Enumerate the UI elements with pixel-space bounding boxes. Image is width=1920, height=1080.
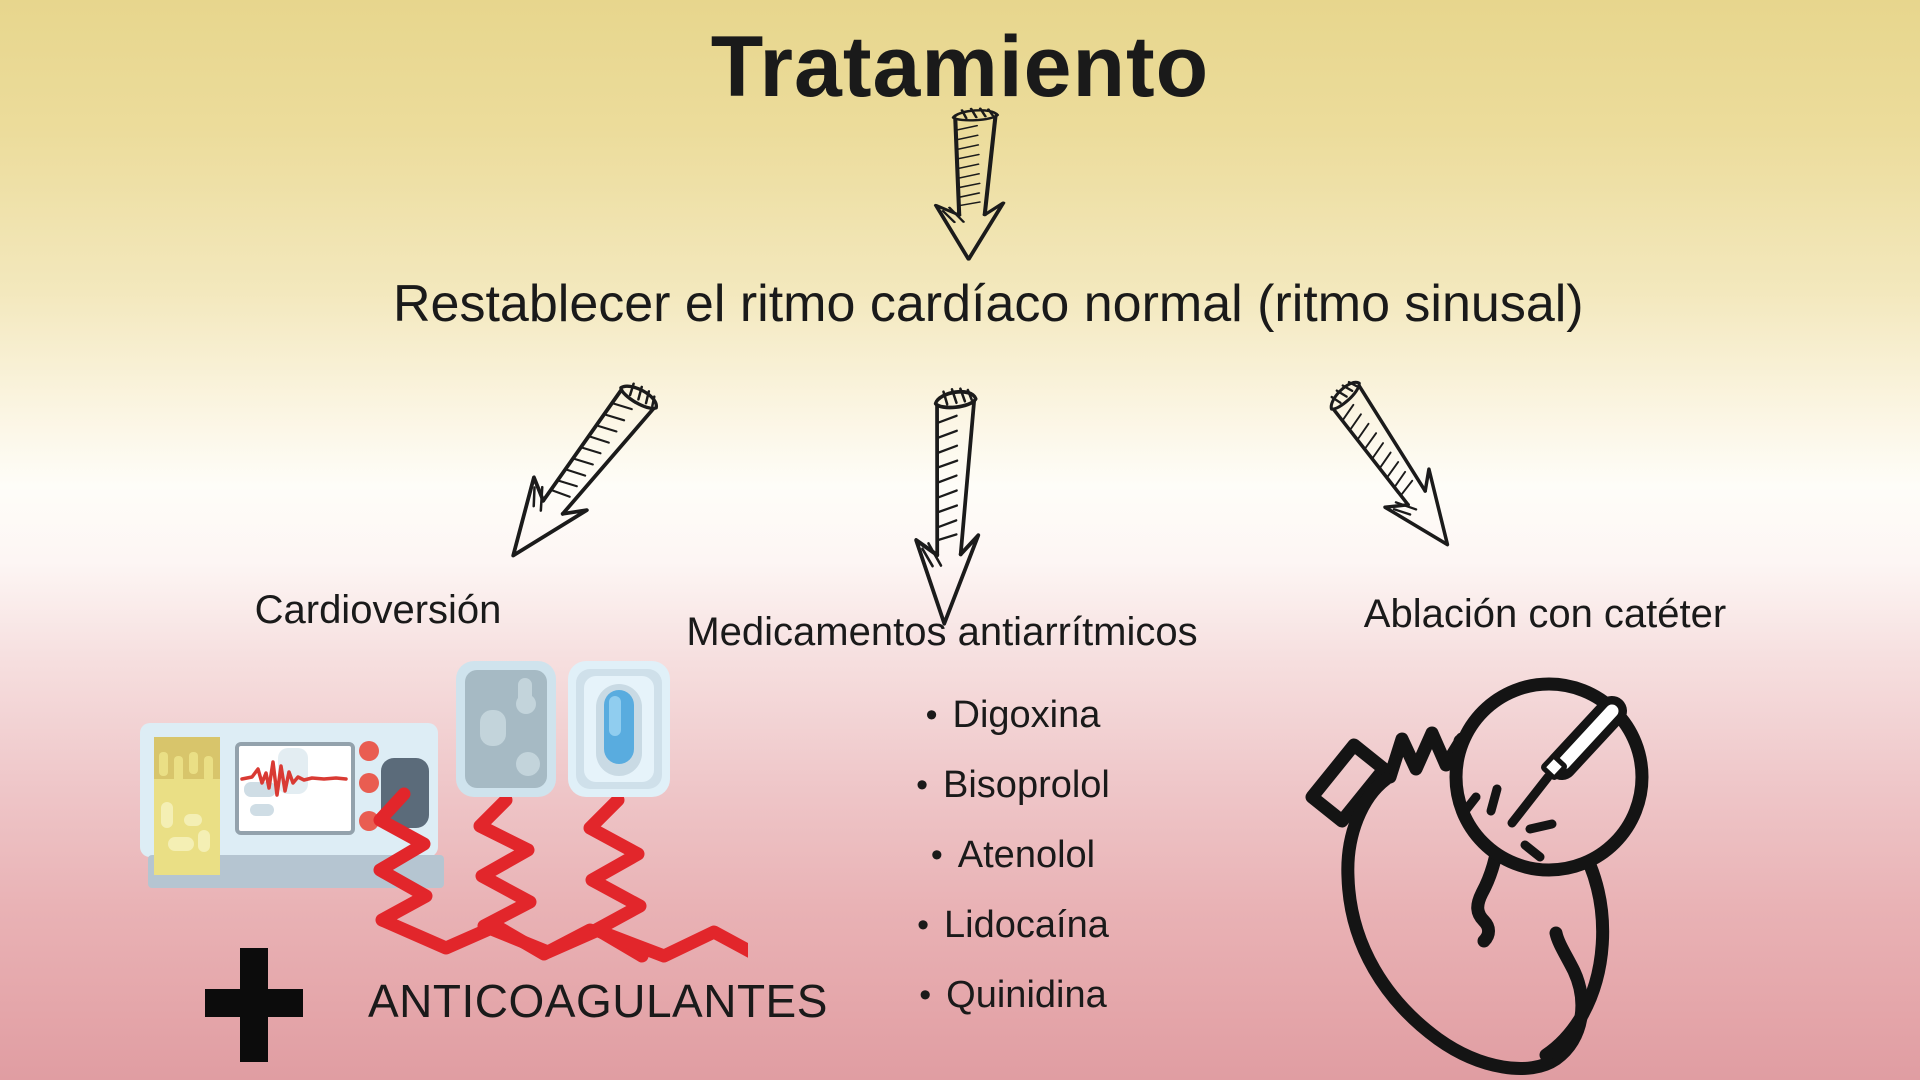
medications-heading: Medicamentos antiarrítmicos bbox=[686, 610, 1198, 654]
medications-list: • Digoxina • Bisoprolol • Atenolol • Lid… bbox=[813, 680, 1213, 1030]
medication-name: Bisoprolol bbox=[943, 763, 1110, 806]
bullet-icon: • bbox=[919, 976, 932, 1014]
ecg-trace bbox=[240, 760, 348, 797]
list-item: • Atenolol bbox=[813, 820, 1213, 890]
bullet-icon: • bbox=[916, 766, 929, 804]
bullet-icon: • bbox=[925, 696, 938, 734]
list-item: • Lidocaína bbox=[813, 890, 1213, 960]
list-item: • Digoxina bbox=[813, 680, 1213, 750]
paddle-back bbox=[456, 661, 556, 797]
ablation-sparks bbox=[1457, 784, 1557, 862]
sketch-arrow-down-left-icon bbox=[473, 356, 686, 592]
heart-outline bbox=[1305, 723, 1610, 1075]
heart-catheter-icon bbox=[1305, 677, 1649, 1075]
bullet-icon: • bbox=[930, 836, 943, 874]
ecg-paper bbox=[154, 737, 220, 875]
goal-text: Restablecer el ritmo cardíaco normal (ri… bbox=[393, 275, 1584, 333]
medication-name: Lidocaína bbox=[944, 903, 1109, 946]
sketch-arrow-down-right-icon bbox=[1301, 359, 1488, 575]
cardioversion-label: Cardioversión bbox=[254, 588, 502, 632]
ablation-label: Ablación con catéter bbox=[1363, 592, 1727, 636]
medication-name: Digoxina bbox=[952, 693, 1101, 736]
list-item: • Quinidina bbox=[813, 960, 1213, 1030]
plus-icon bbox=[205, 948, 303, 1062]
defibrillator-illustration bbox=[140, 661, 748, 963]
list-item: • Bisoprolol bbox=[813, 750, 1213, 820]
monitor-screen bbox=[235, 742, 355, 835]
magnifier-circle bbox=[1449, 677, 1649, 877]
sketch-arrow-down-middle-icon bbox=[900, 380, 1003, 636]
medication-name: Quinidina bbox=[946, 973, 1107, 1016]
paddle-cables bbox=[373, 787, 748, 963]
catheter bbox=[1507, 696, 1627, 828]
medication-name: Atenolol bbox=[957, 833, 1096, 876]
bullet-icon: • bbox=[917, 906, 930, 944]
anticoagulants-label: ANTICOAGULANTES bbox=[368, 975, 828, 1027]
sketch-arrow-down-icon bbox=[920, 102, 1026, 267]
paddle-front bbox=[568, 661, 670, 797]
page-title: Tratamiento bbox=[710, 19, 1210, 115]
